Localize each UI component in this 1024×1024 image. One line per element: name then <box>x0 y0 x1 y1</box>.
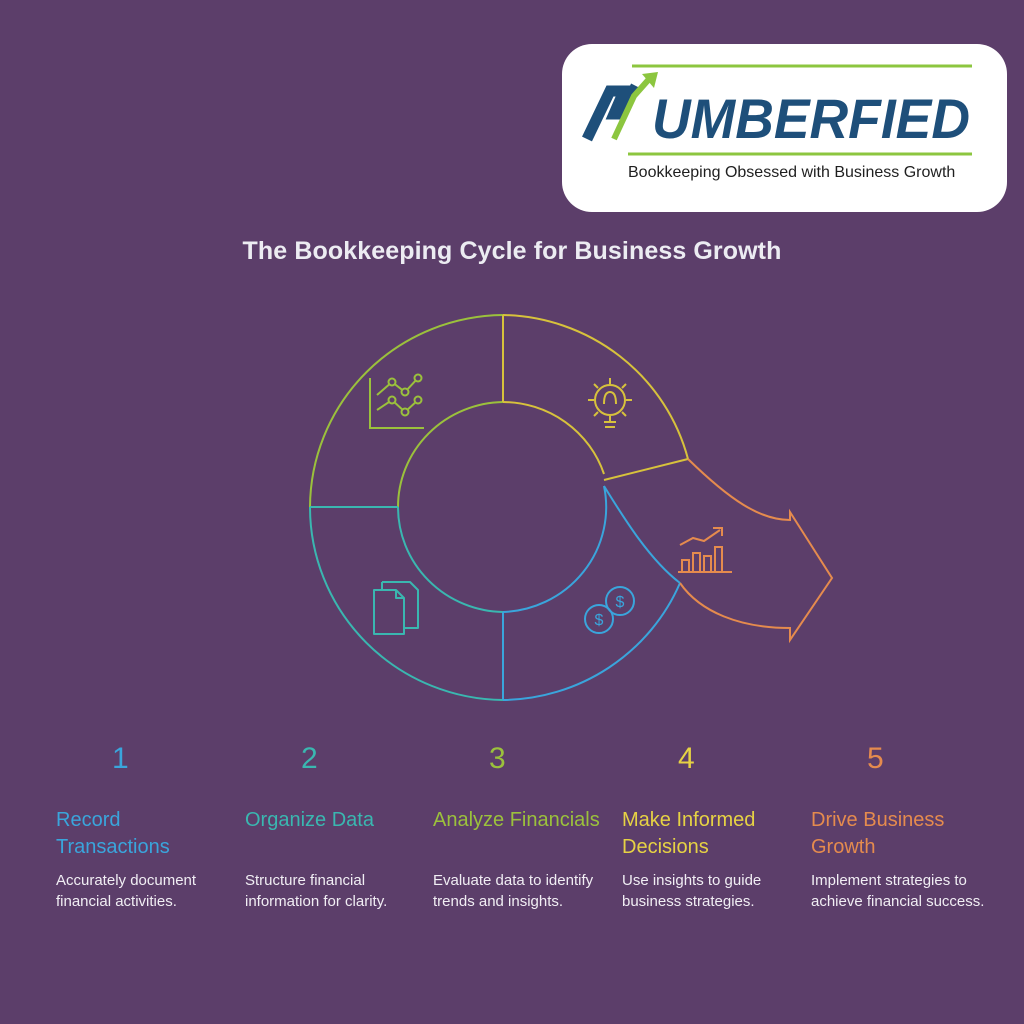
logo-n-stroke <box>582 83 641 142</box>
segment-decide-arc <box>502 314 689 460</box>
step-analyze-financials: 3 Analyze Financials Evaluate data to id… <box>433 742 613 912</box>
step-number: 5 <box>867 742 884 775</box>
step-organize-data: 2 Organize Data Structure financial info… <box>245 742 425 912</box>
logo-tagline: Bookkeeping Obsessed with Business Growt… <box>628 164 956 181</box>
logo-mark: UMBERFIED <box>582 64 972 156</box>
step-description: Use insights to guide business strategie… <box>622 872 762 910</box>
logo-wordmark: UMBERFIED <box>652 87 970 150</box>
page-title: The Bookkeeping Cycle for Business Growt… <box>242 237 782 265</box>
segment-analyze-arc <box>309 314 504 508</box>
step-title: Analyze Financials <box>433 809 600 831</box>
step-description: Evaluate data to identify trends and ins… <box>433 872 594 910</box>
inner-analyze-arc <box>397 401 504 508</box>
step-description: Implement strategies to achieve financia… <box>811 872 985 910</box>
svg-text:$: $ <box>616 594 625 611</box>
segment-record-arc <box>502 582 681 701</box>
line-chart-icon <box>369 373 424 429</box>
step-title: Make Informed Decisions <box>622 809 756 858</box>
step-title: Organize Data <box>245 809 374 831</box>
step-description: Structure financial information for clar… <box>245 872 388 910</box>
step-number: 2 <box>301 742 318 775</box>
growth-bar-chart-icon <box>678 527 732 573</box>
logo-card: UMBERFIED Bookkeeping Obsessed with Busi… <box>562 44 1007 212</box>
step-title: Drive Business Growth <box>811 809 945 858</box>
step-drive-business-growth: 5 Drive Business Growth Implement strate… <box>811 742 991 912</box>
step-number: 1 <box>112 742 129 775</box>
step-title: Record Transactions <box>56 809 170 858</box>
step-number: 4 <box>678 742 695 775</box>
divider-upper-right <box>603 458 689 481</box>
gear-lightbulb-icon <box>588 378 632 428</box>
coins-icon: $ $ <box>584 586 635 634</box>
growth-arrow-tail <box>603 485 681 584</box>
logo-arrow-stroke <box>611 76 653 141</box>
segment-organize-arc <box>309 506 504 701</box>
svg-text:$: $ <box>595 612 604 629</box>
inner-decide-arc <box>502 401 605 475</box>
step-number: 3 <box>489 742 506 775</box>
step-description: Accurately document financial activities… <box>56 872 197 910</box>
inner-record-arc <box>502 485 608 613</box>
inner-organize-arc <box>397 506 504 613</box>
step-record-transactions: 1 Record Transactions Accurately documen… <box>56 742 236 912</box>
step-make-informed-decisions: 4 Make Informed Decisions Use insights t… <box>622 742 802 912</box>
logo-arrow-head <box>642 72 658 88</box>
documents-icon <box>373 581 419 635</box>
growth-arrow-outline <box>679 458 834 644</box>
